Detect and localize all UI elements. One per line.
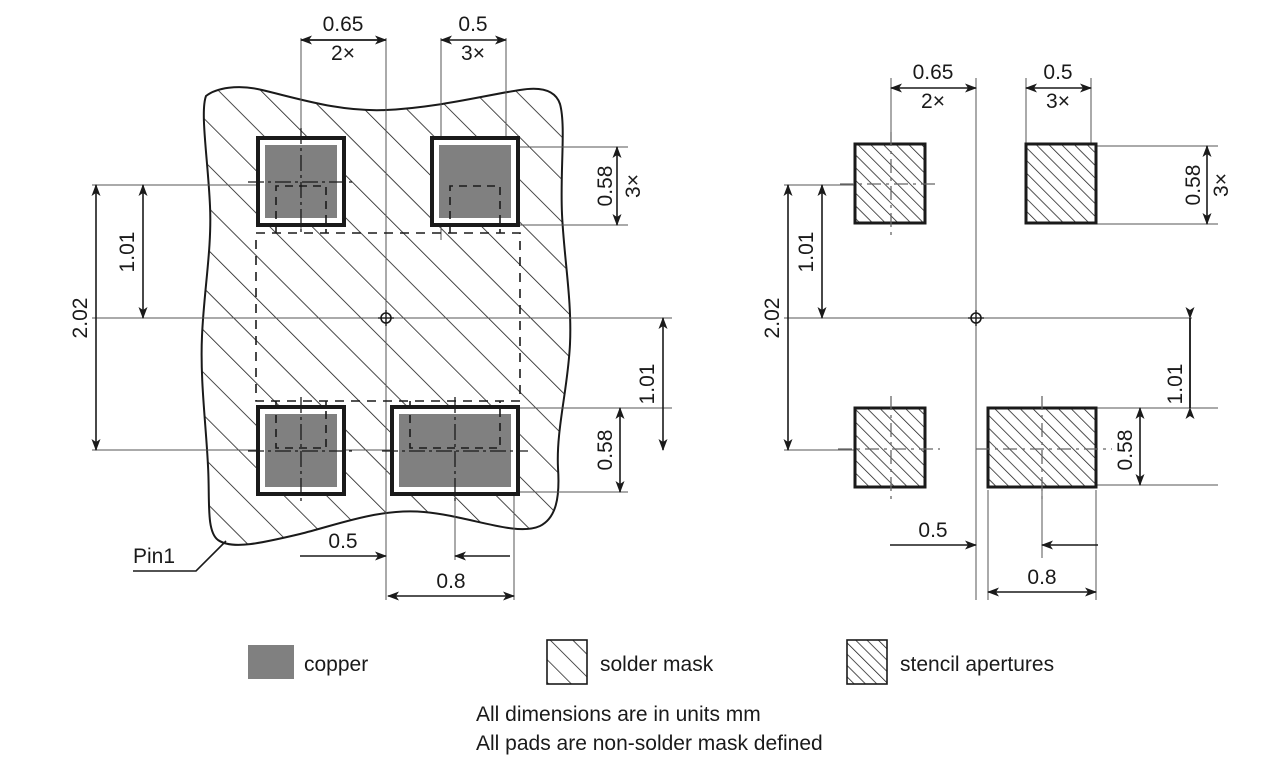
legend: copper solder mask stencil apertures bbox=[248, 639, 1054, 685]
left-view-group: 0.65 2× 0.5 3× 0.58 3× 1.01 2.02 1.01 bbox=[69, 13, 672, 601]
pad-centerlines bbox=[248, 128, 528, 504]
dim-value: 2.02 bbox=[69, 298, 92, 339]
dim-value: 1.01 bbox=[116, 232, 139, 273]
dim-value: 0.5 bbox=[458, 13, 487, 36]
dim-value: 1.01 bbox=[636, 364, 659, 405]
dim-value: 0.58 bbox=[594, 430, 617, 471]
note-mask: All pads are non-solder mask defined bbox=[476, 732, 823, 755]
dim-value: 0.58 bbox=[1182, 165, 1205, 206]
left-origin-marker bbox=[378, 310, 394, 326]
pin1-label: Pin1 bbox=[133, 545, 175, 568]
aperture-top-right bbox=[1024, 142, 1098, 225]
dim-value: 0.8 bbox=[436, 570, 465, 593]
dim-0.5-bottom-left: 0.5 bbox=[300, 530, 510, 561]
aperture-bottom-right bbox=[986, 406, 1098, 489]
dim-2.02-right-view: 2.02 bbox=[761, 184, 793, 451]
dim-value: 0.58 bbox=[1114, 430, 1137, 471]
dim-0.5-bottom-right-view: 0.5 bbox=[890, 519, 1098, 550]
dim-qty: 3× bbox=[1046, 90, 1070, 113]
dim-value: 0.65 bbox=[323, 13, 364, 36]
dim-0.58-lower-right-view: 0.58 bbox=[1114, 407, 1145, 486]
dim-value: 2.02 bbox=[761, 298, 784, 339]
dim-value: 0.5 bbox=[328, 530, 357, 553]
dim-0.8-bottom-right-view: 0.8 bbox=[987, 566, 1097, 597]
dim-qty: 3× bbox=[461, 42, 485, 65]
dim-value: 0.8 bbox=[1027, 566, 1056, 589]
pad-top-right bbox=[430, 136, 520, 227]
dim-1.01-lower-right-view: 1.01 bbox=[1164, 307, 1195, 419]
copper-swatch bbox=[248, 645, 294, 679]
legend-label-copper: copper bbox=[304, 653, 368, 676]
dim-value: 1.01 bbox=[795, 232, 818, 273]
right-origin-marker bbox=[968, 310, 984, 326]
right-view-group: 0.65 2× 0.5 3× 0.58 3× 1.01 2.02 bbox=[761, 61, 1233, 600]
dim-0.58-3x-left: 0.58 3× bbox=[594, 146, 645, 226]
dim-qty: 3× bbox=[622, 174, 645, 198]
dim-0.8-bottom-left: 0.8 bbox=[387, 570, 515, 601]
dim-1.01-right-view: 1.01 bbox=[795, 184, 827, 319]
legend-label-solder-mask: solder mask bbox=[600, 653, 714, 676]
legend-label-stencil: stencil apertures bbox=[900, 653, 1054, 676]
right-witness-lines bbox=[784, 78, 1218, 600]
legend-item-solder-mask: solder mask bbox=[546, 639, 714, 685]
dim-qty: 2× bbox=[921, 90, 945, 113]
dim-0.5-3x-right: 0.5 3× bbox=[1025, 61, 1092, 113]
dim-0.65-2x-right: 0.65 2× bbox=[890, 61, 977, 113]
dim-0.5-3x-left: 0.5 3× bbox=[440, 13, 507, 65]
component-body-outline bbox=[255, 232, 521, 402]
solder-mask-swatch bbox=[546, 639, 588, 685]
dim-value: 0.65 bbox=[913, 61, 954, 84]
dim-2.02-left: 2.02 bbox=[69, 184, 101, 451]
notes-block: All dimensions are in units mm All pads … bbox=[476, 703, 823, 755]
dim-value: 0.5 bbox=[918, 519, 947, 542]
dim-value: 0.5 bbox=[1043, 61, 1072, 84]
dim-0.65-2x-left: 0.65 2× bbox=[300, 13, 387, 65]
dim-1.01-right-lower-left: 1.01 bbox=[636, 317, 668, 451]
dim-1.01-left: 1.01 bbox=[116, 184, 148, 319]
legend-item-copper: copper bbox=[248, 645, 368, 679]
aperture-centerlines bbox=[838, 132, 1112, 500]
stencil-aperture-swatch bbox=[846, 639, 888, 685]
dim-0.58-right-lower-left: 0.58 bbox=[594, 407, 625, 493]
dim-qty: 2× bbox=[331, 42, 355, 65]
legend-item-stencil-apertures: stencil apertures bbox=[846, 639, 1054, 685]
dim-value: 0.58 bbox=[594, 166, 617, 207]
dim-qty: 3× bbox=[1210, 173, 1233, 197]
dim-0.58-3x-right: 0.58 3× bbox=[1182, 145, 1233, 225]
aperture-bottom-left bbox=[853, 406, 927, 489]
dim-value: 1.01 bbox=[1164, 364, 1187, 405]
pin1-leader: Pin1 bbox=[133, 540, 227, 572]
note-units: All dimensions are in units mm bbox=[476, 703, 761, 726]
